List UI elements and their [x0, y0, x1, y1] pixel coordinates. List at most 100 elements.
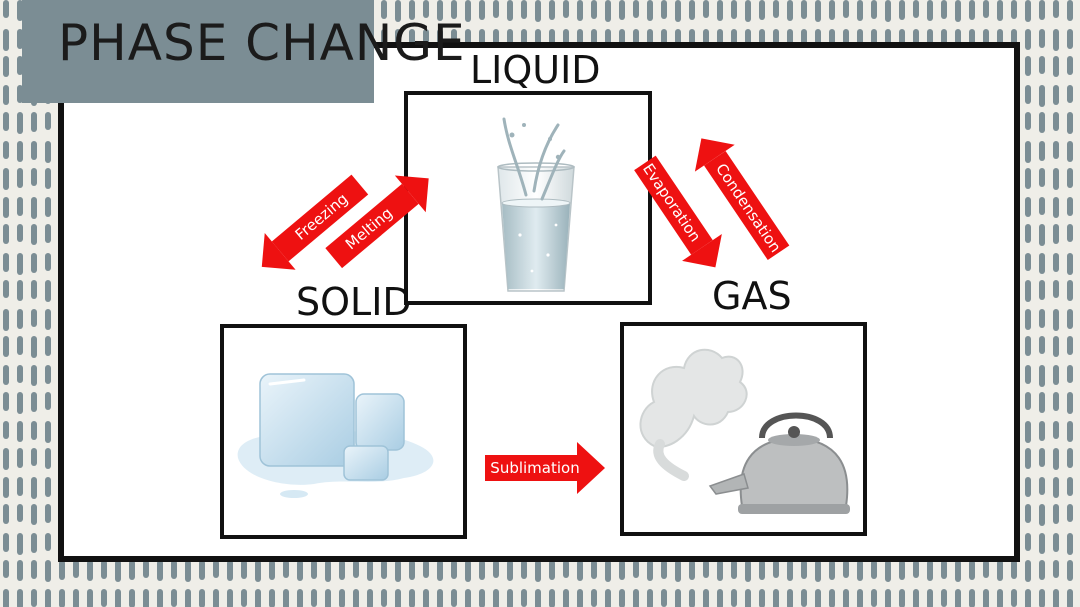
pattern-dash [1025, 589, 1031, 607]
pattern-dash [381, 560, 387, 579]
pattern-dash [1067, 504, 1073, 522]
pattern-dash [913, 589, 919, 607]
pattern-dash [241, 589, 247, 607]
pattern-dash [213, 560, 219, 578]
pattern-dash [1039, 421, 1045, 441]
pattern-dash [255, 589, 261, 607]
pattern-dash [829, 0, 835, 20]
pattern-dash [17, 421, 23, 442]
pattern-dash [675, 589, 681, 607]
pattern-dash [59, 560, 65, 580]
pattern-dash [17, 253, 23, 275]
pattern-dash [927, 560, 933, 581]
pattern-dash [969, 0, 975, 20]
pattern-dash [745, 0, 751, 22]
pattern-dash [899, 560, 905, 580]
pattern-dash [619, 560, 625, 580]
pattern-dash [1025, 336, 1031, 356]
pattern-dash [871, 0, 877, 19]
pattern-dash [479, 560, 485, 580]
pattern-dash [745, 589, 751, 607]
pattern-dash [1039, 168, 1045, 187]
pattern-dash [1039, 589, 1045, 607]
pattern-dash [1025, 560, 1031, 582]
liquid-frame [404, 91, 652, 305]
pattern-dash [1067, 141, 1073, 162]
pattern-dash [1067, 560, 1073, 581]
pattern-dash [1039, 365, 1045, 387]
pattern-dash [1039, 477, 1045, 495]
pattern-dash [171, 589, 177, 607]
pattern-dash [1025, 56, 1031, 76]
pattern-dash [1053, 29, 1059, 51]
gas-label: GAS [712, 274, 792, 318]
pattern-dash [339, 589, 345, 607]
pattern-dash [521, 589, 527, 607]
pattern-dash [731, 0, 737, 19]
pattern-dash [1025, 365, 1031, 384]
pattern-dash [199, 560, 205, 580]
pattern-dash [465, 589, 471, 607]
pattern-dash [17, 224, 23, 242]
pattern-dash [1067, 112, 1073, 134]
pattern-dash [591, 589, 597, 607]
pattern-dash [45, 197, 51, 217]
pattern-dash [1067, 56, 1073, 75]
pattern-dash [857, 0, 863, 21]
pattern-dash [1053, 85, 1059, 105]
pattern-dash [1067, 477, 1073, 496]
pattern-dash [927, 589, 933, 607]
pattern-dash [773, 560, 779, 578]
pattern-dash [1067, 392, 1073, 414]
pattern-dash [549, 0, 555, 20]
pattern-dash [31, 365, 37, 386]
pattern-dash [1053, 309, 1059, 331]
pattern-dash [787, 0, 793, 21]
pattern-dash [157, 560, 163, 581]
pattern-dash [3, 197, 9, 218]
pattern-dash [45, 477, 51, 497]
pattern-dash [185, 589, 191, 607]
pattern-dash [773, 0, 779, 18]
pattern-dash [17, 365, 23, 383]
pattern-dash [45, 224, 51, 243]
page-title: PHASE CHANGE [58, 14, 466, 72]
pattern-dash [17, 336, 23, 355]
pattern-dash [325, 589, 331, 607]
pattern-dash [3, 141, 9, 159]
pattern-dash [619, 0, 625, 20]
pattern-dash [745, 560, 751, 582]
pattern-dash [1025, 253, 1031, 271]
pattern-dash [129, 560, 135, 580]
pattern-dash [1053, 589, 1059, 607]
pattern-dash [241, 560, 247, 579]
pattern-dash [787, 589, 793, 607]
pattern-dash [1039, 253, 1045, 274]
pattern-dash [45, 309, 51, 330]
pattern-dash [815, 560, 821, 582]
pattern-dash [1011, 589, 1017, 607]
pattern-dash [17, 589, 23, 607]
pattern-dash [1025, 280, 1031, 302]
pattern-dash [17, 141, 23, 162]
pattern-dash [31, 448, 37, 466]
pattern-dash [1025, 112, 1031, 130]
pattern-dash [1067, 589, 1073, 607]
pattern-dash [605, 589, 611, 607]
pattern-dash [3, 560, 9, 578]
pattern-dash [759, 560, 765, 580]
pattern-dash [451, 0, 457, 19]
pattern-dash [1025, 477, 1031, 497]
pattern-dash [45, 533, 51, 551]
pattern-dash [199, 589, 205, 607]
pattern-dash [17, 533, 23, 555]
pattern-dash [17, 392, 23, 414]
pattern-dash [815, 0, 821, 22]
pattern-dash [507, 0, 513, 21]
pattern-dash [829, 589, 835, 607]
pattern-dash [1039, 85, 1045, 107]
pattern-dash [955, 589, 961, 607]
pattern-dash [255, 560, 261, 582]
pattern-dash [59, 589, 65, 607]
pattern-dash [941, 0, 947, 19]
